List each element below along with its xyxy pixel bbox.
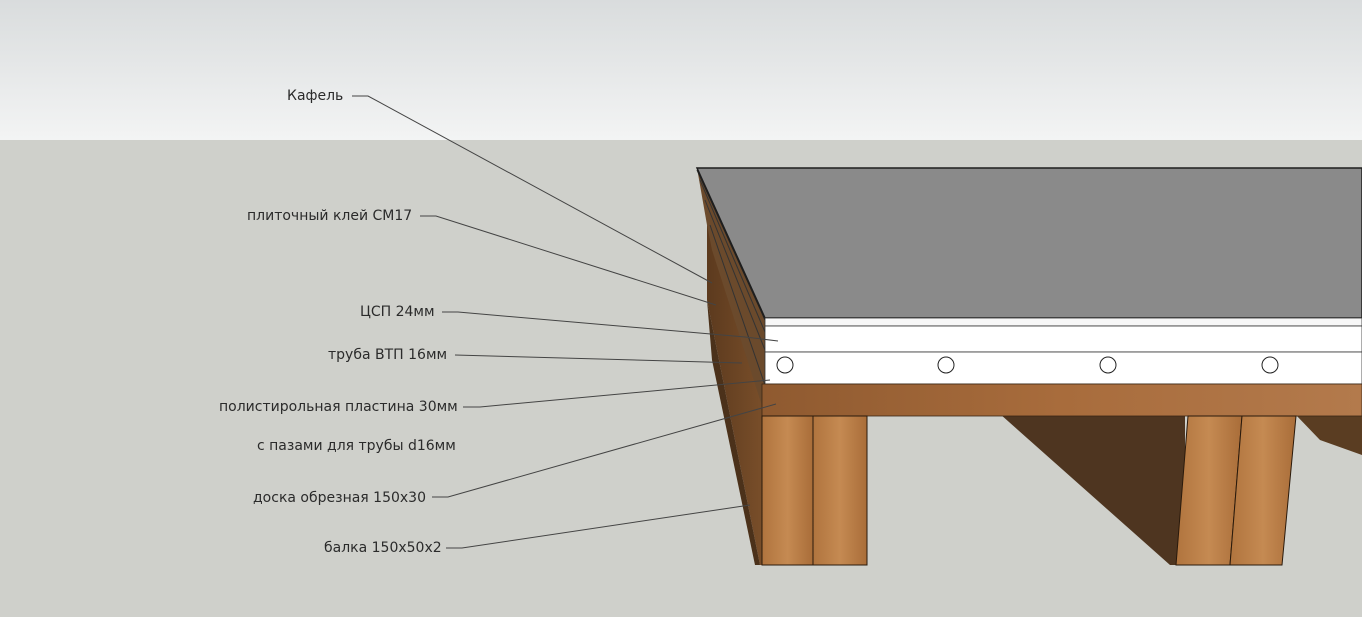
pipe-circle — [776, 356, 794, 374]
leader-line-adhesive — [420, 215, 717, 306]
adhesive-layer — [764, 317, 1362, 327]
leader-line-polystyrene — [463, 379, 771, 408]
beam-side-face-lower — [707, 300, 760, 565]
leader-line-tile — [352, 95, 713, 284]
leader-line-beam — [446, 504, 751, 549]
front-beam-left-1 — [761, 415, 814, 566]
label-beam: балка 150х50х2 — [324, 540, 442, 556]
polystyrene-layer — [764, 351, 1362, 385]
sky — [0, 0, 1362, 140]
board-layer — [761, 383, 1362, 417]
leader-line-board — [432, 403, 777, 498]
edge-line-2 — [699, 179, 766, 333]
edge-line-1 — [696, 169, 766, 321]
pipe-circle — [1099, 356, 1117, 374]
pipe-circle — [937, 356, 955, 374]
layers-side-edge — [697, 168, 765, 415]
back-beam — [1000, 414, 1185, 565]
label-polystyrene-grooves: с пазами для трубы d16мм — [257, 438, 456, 454]
label-tile: Кафель — [287, 88, 344, 104]
back-beam-right — [1295, 414, 1362, 455]
tile-surface — [695, 167, 1362, 319]
front-beam-left-2 — [812, 415, 868, 566]
pipe-circle — [1261, 356, 1279, 374]
label-pipe: труба ВТП 16мм — [328, 347, 448, 363]
leader-lines — [352, 95, 779, 549]
edge-line-3 — [704, 199, 766, 351]
label-board: доска обрезная 150х30 — [253, 490, 426, 506]
label-csp: ЦСП 24мм — [360, 304, 435, 320]
csp-layer — [764, 325, 1362, 353]
leader-line-csp — [442, 311, 779, 342]
label-adhesive: плиточный клей СМ17 — [247, 208, 413, 224]
label-polystyrene: полистирольная пластина 30мм — [219, 399, 458, 415]
front-beam-right-2 — [1229, 415, 1297, 566]
leader-line-pipe — [454, 354, 743, 364]
edge-line-4 — [709, 224, 766, 386]
